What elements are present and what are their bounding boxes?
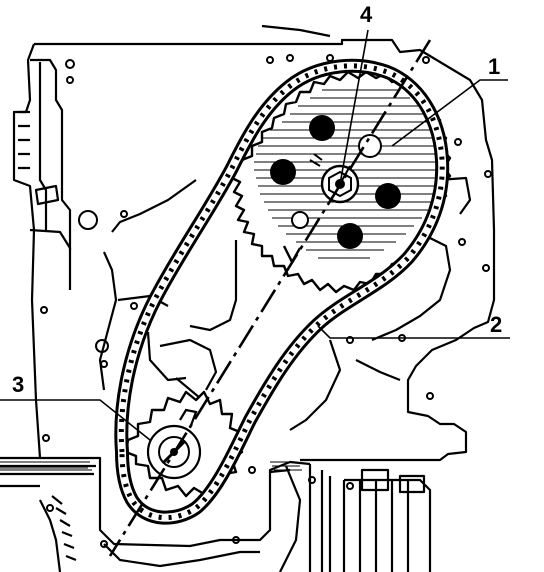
callout-leaders xyxy=(0,29,510,441)
leader-1 xyxy=(391,79,508,147)
crankshaft-sprocket xyxy=(124,390,244,498)
leader-2 xyxy=(317,325,510,339)
sump-hatching xyxy=(0,461,302,471)
callout-3: 3 xyxy=(12,372,24,397)
callout-4: 4 xyxy=(360,2,373,27)
callout-2: 2 xyxy=(490,312,502,337)
leader-3 xyxy=(0,399,151,441)
timing-chain xyxy=(114,58,450,525)
leader-4 xyxy=(339,29,369,185)
callout-1: 1 xyxy=(488,54,500,79)
timing-mark-centerline xyxy=(108,39,432,557)
bolt-holes xyxy=(40,54,492,548)
